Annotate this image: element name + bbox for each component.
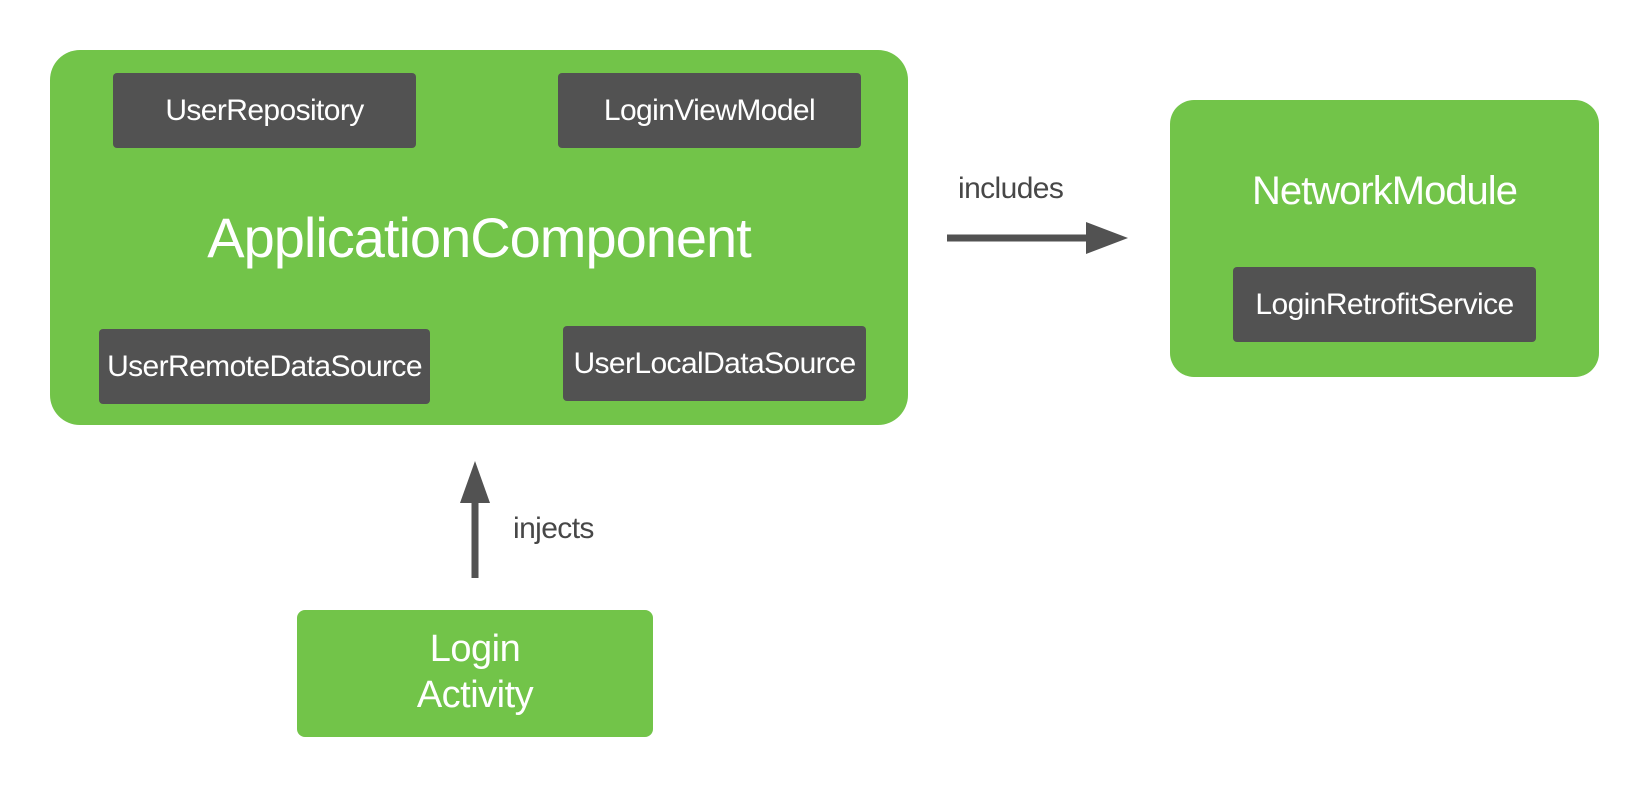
login-view-model-label: LoginViewModel — [603, 93, 816, 127]
login-activity-title: Login Activity — [297, 626, 653, 718]
login-view-model-node: LoginViewModel — [558, 73, 861, 148]
login-activity-line-1: Login — [429, 628, 521, 670]
user-repository-label: UserRepository — [165, 93, 364, 127]
application-component-title: ApplicationComponent — [207, 206, 751, 269]
user-local-data-source-node: UserLocalDataSource — [563, 326, 866, 401]
user-remote-data-source-node: UserRemoteDataSource — [99, 329, 430, 404]
includes-arrow — [947, 222, 1128, 254]
injects-arrow — [460, 461, 490, 578]
injects-label: injects — [513, 512, 594, 545]
network-module-title: NetworkModule — [1252, 169, 1518, 213]
login-activity-line-2: Activity — [416, 674, 534, 716]
includes-label: includes — [958, 172, 1064, 205]
user-local-data-source-label: UserLocalDataSource — [573, 346, 856, 380]
user-repository-node: UserRepository — [113, 73, 416, 148]
user-remote-data-source-label: UserRemoteDataSource — [107, 349, 422, 383]
login-retrofit-service-node: LoginRetrofitService — [1233, 267, 1536, 342]
login-activity-box — [297, 610, 653, 737]
login-retrofit-service-label: LoginRetrofitService — [1255, 287, 1514, 321]
